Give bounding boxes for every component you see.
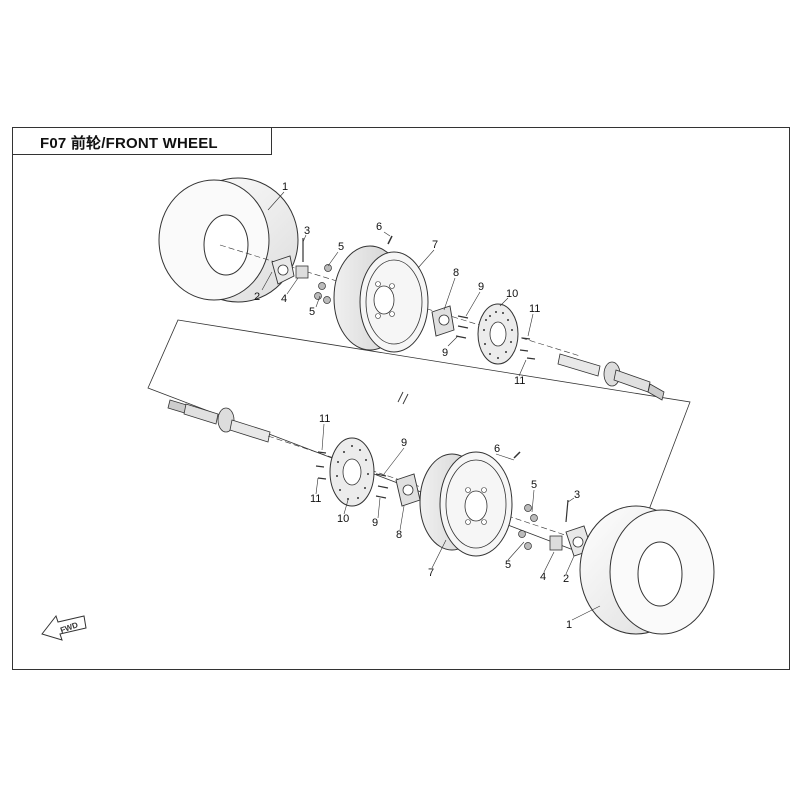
disc-bolts-bottom bbox=[315, 451, 327, 480]
callout-9-bottom-a: 9 bbox=[401, 437, 407, 449]
callout-4-top: 4 bbox=[281, 293, 287, 305]
drawing-frame bbox=[12, 127, 790, 670]
hub-top bbox=[431, 305, 455, 337]
callout-8-bottom: 8 bbox=[396, 529, 402, 541]
callout-8-top: 8 bbox=[453, 267, 459, 279]
valve-stem-bottom bbox=[513, 451, 521, 459]
lug-nuts-top bbox=[314, 264, 332, 304]
lug-nuts-bottom bbox=[518, 504, 538, 550]
callout-5-bottom-b: 5 bbox=[505, 559, 511, 571]
callout-10-bottom: 10 bbox=[337, 513, 349, 525]
castle-nut-bottom bbox=[549, 535, 563, 551]
rim-top bbox=[333, 245, 429, 353]
callout-7-bottom: 7 bbox=[428, 567, 434, 579]
callout-5-top-a: 5 bbox=[338, 241, 344, 253]
disc-bolts-top bbox=[519, 337, 536, 360]
title-box bbox=[12, 127, 272, 155]
callout-3-top: 3 bbox=[304, 225, 310, 237]
callout-11-top-b: 11 bbox=[514, 375, 525, 387]
rim-bottom bbox=[419, 451, 513, 557]
callout-9-top-a: 9 bbox=[478, 281, 484, 293]
callout-1-top: 1 bbox=[282, 181, 288, 193]
tire-bottom bbox=[579, 505, 715, 635]
valve-stem-top bbox=[387, 235, 393, 245]
callout-5-bottom-a: 5 bbox=[531, 479, 537, 491]
hub-bottom bbox=[395, 473, 421, 507]
callout-9-top-b: 9 bbox=[442, 347, 448, 359]
tire-top bbox=[158, 177, 299, 303]
forward-direction-arrow: FWD bbox=[41, 614, 87, 641]
callout-2-bottom: 2 bbox=[563, 573, 569, 585]
page-title: F07 前轮/FRONT WHEEL bbox=[40, 135, 218, 152]
callout-11-bottom-a: 11 bbox=[319, 413, 330, 425]
callout-10-top: 10 bbox=[506, 288, 518, 300]
hub-studs-top bbox=[455, 315, 469, 339]
callout-4-bottom: 4 bbox=[540, 571, 546, 583]
hub-studs-bottom bbox=[375, 473, 389, 499]
callout-1-bottom: 1 bbox=[566, 619, 572, 631]
callout-9-bottom-b: 9 bbox=[372, 517, 378, 529]
callout-11-top-a: 11 bbox=[529, 303, 540, 315]
callout-11-bottom-b: 11 bbox=[310, 493, 321, 505]
break-mark bbox=[397, 391, 409, 405]
castle-nut-top bbox=[295, 265, 309, 279]
cotter-pin-bottom bbox=[565, 499, 569, 523]
brake-disc-bottom bbox=[329, 437, 375, 507]
wheel-nut-cap-top bbox=[271, 255, 295, 285]
drive-shaft-bottom bbox=[167, 399, 271, 443]
callout-7-top: 7 bbox=[432, 239, 438, 251]
callout-2-top: 2 bbox=[254, 291, 260, 303]
brake-disc-top bbox=[477, 303, 519, 365]
drive-shaft-top bbox=[557, 353, 665, 401]
callout-6-top: 6 bbox=[376, 221, 382, 233]
callout-5-top-b: 5 bbox=[309, 306, 315, 318]
callout-6-bottom: 6 bbox=[494, 443, 500, 455]
callout-3-bottom: 3 bbox=[574, 489, 580, 501]
leader-lines bbox=[261, 191, 601, 621]
